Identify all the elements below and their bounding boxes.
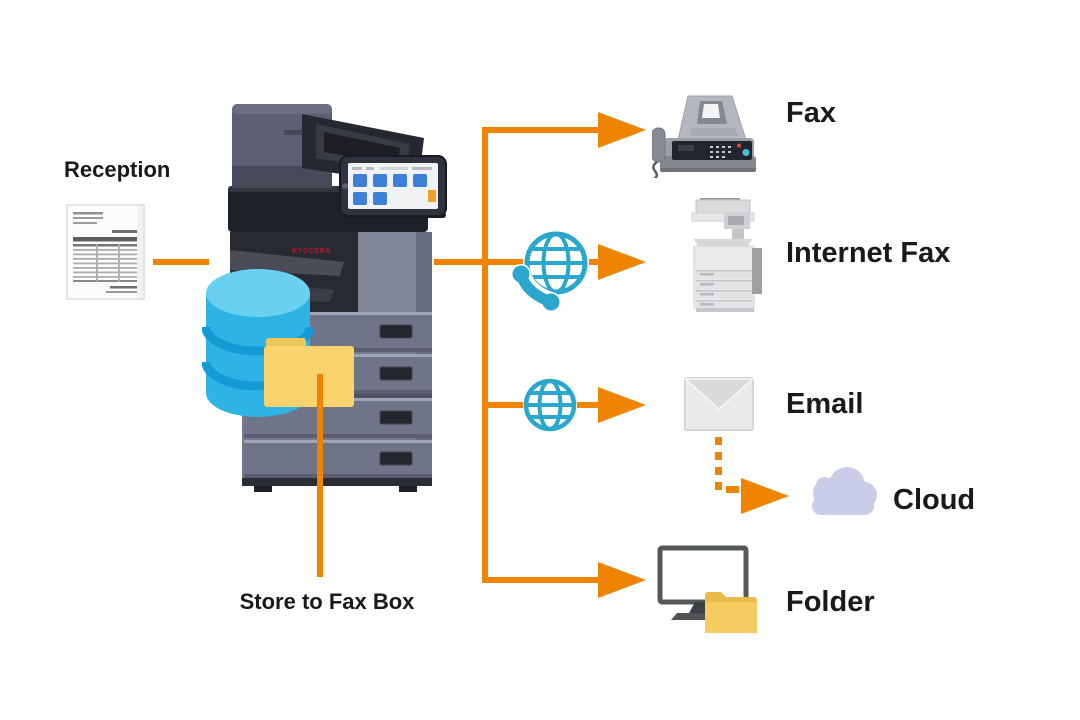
connector-branch-folder <box>482 577 598 583</box>
fax-machine-icon <box>652 94 760 178</box>
internet-fax-icon <box>686 196 774 314</box>
connector-branch-vertical <box>482 127 488 583</box>
arrowhead-cloud <box>741 478 789 514</box>
connector-printer-to-internet-fax <box>434 259 598 265</box>
arrowhead-folder <box>598 562 646 598</box>
cloud-icon <box>802 461 886 519</box>
folder-small-icon <box>702 585 760 637</box>
connector-email-to-cloud-dash <box>726 486 739 493</box>
connector-branch-fax <box>482 127 598 133</box>
globe-phone-icon <box>510 227 594 311</box>
printer-brand-logo: KYOCERA <box>292 248 332 255</box>
fax-label: Fax <box>786 97 836 129</box>
connector-reception-to-printer <box>153 259 209 265</box>
folder-label: Folder <box>786 586 875 618</box>
arrowhead-email <box>598 387 646 423</box>
globe-icon <box>521 376 579 434</box>
arrowhead-internet-fax <box>598 244 646 280</box>
reception-label: Reception <box>64 157 171 182</box>
connector-store-to-fax-box <box>317 374 323 577</box>
connector-email-to-cloud-dotted <box>715 437 722 491</box>
internet-fax-label: Internet Fax <box>786 237 951 269</box>
envelope-icon <box>684 377 754 431</box>
folder-icon <box>261 331 357 409</box>
store-to-fax-box-label: Store to Fax Box <box>239 589 415 614</box>
cloud-label: Cloud <box>893 484 976 516</box>
arrowhead-fax <box>598 112 646 148</box>
email-label: Email <box>786 388 864 420</box>
document-icon <box>66 204 146 301</box>
printer-touchscreen <box>339 155 447 218</box>
